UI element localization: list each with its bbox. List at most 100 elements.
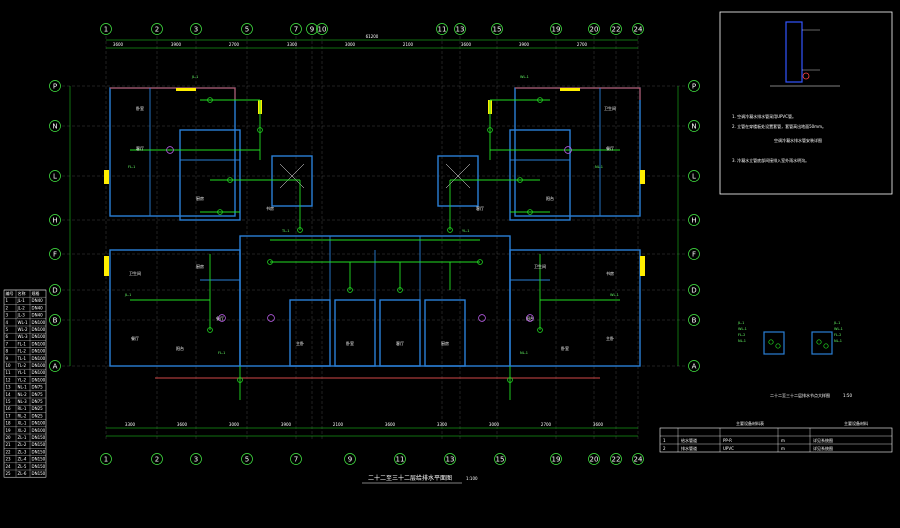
axis-top-label: 22 <box>612 25 621 33</box>
axis-top-circle <box>290 23 302 35</box>
legend-cell: JL-3 <box>17 313 26 318</box>
axis-top-circle <box>436 23 448 35</box>
node-detail-tag: WL-1 <box>834 327 843 331</box>
node-detail-shaft <box>763 331 785 355</box>
legend-cell: 20 <box>6 435 12 440</box>
legend-cell: ZL-2 <box>18 442 27 447</box>
legend-cell: ZL-1 <box>18 435 27 440</box>
material-cell: 2 <box>663 446 666 451</box>
axis-right-label: H <box>691 216 696 224</box>
material-cell: UPVC <box>723 446 734 451</box>
room-label: 卧室 <box>561 345 569 351</box>
axis-left-circle <box>49 120 61 132</box>
legend-cell: DN150 <box>32 442 46 447</box>
dim-top-segment: 3900 <box>171 42 182 47</box>
axis-bottom-circle <box>444 453 456 465</box>
legend-cell: ZL-5 <box>18 464 27 469</box>
drawing-title: 二十二至三十二层给排水平面图 <box>368 474 452 482</box>
material-cell: m <box>781 446 785 451</box>
unit-marker <box>166 146 174 154</box>
legend-cell: DN100 <box>32 320 46 325</box>
pipe-riser <box>217 209 223 215</box>
legend-cell: DN100 <box>32 356 46 361</box>
pipe-tag: JL-1 <box>191 75 198 79</box>
axis-bottom-circle <box>550 453 562 465</box>
pipe-tag: WL-1 <box>610 293 619 297</box>
axis-bottom-circle <box>190 453 202 465</box>
axis-bottom-circle <box>494 453 506 465</box>
unit-marker <box>564 146 572 154</box>
dim-top-segment: 3600 <box>113 42 124 47</box>
axis-top-circle <box>151 23 163 35</box>
legend-cell: DN100 <box>32 377 46 382</box>
axis-left-label: H <box>52 216 57 224</box>
detail-note-3: 3. 冷凝水立管底部间接排入室外雨水明沟。 <box>732 157 809 163</box>
material-cell: PP-R <box>723 438 732 443</box>
axis-right-circle <box>688 360 700 372</box>
room-label: 厨房 <box>441 340 449 346</box>
legend-cell: WL-3 <box>18 334 29 339</box>
axis-top-label: 15 <box>493 25 502 33</box>
legend-cell: 3 <box>6 313 9 318</box>
legend-cell: XL-2 <box>18 428 27 433</box>
unit-marker <box>526 314 534 322</box>
dim-top-total: 61200 <box>366 34 379 39</box>
legend-cell: DN100 <box>32 349 46 354</box>
window <box>640 170 645 184</box>
node-detail-drawings: 二十二至三十二层排水节点大样图 1:50 JL-1WL-1FL-2NL-1JL-… <box>737 321 852 398</box>
node-detail-tag: FL-2 <box>834 333 841 337</box>
legend-cell: WL-1 <box>18 320 29 325</box>
room-label: 餐厅 <box>131 335 139 341</box>
window <box>176 88 196 91</box>
axis-left-label: D <box>52 286 57 294</box>
legend-cell: 22 <box>6 449 12 454</box>
legend-cell: DN25 <box>32 406 44 411</box>
pipe-riser <box>227 177 233 183</box>
pipe-riser <box>507 377 513 383</box>
axis-bottom-label: 11 <box>396 455 405 463</box>
pipe-tag: TL-1 <box>281 229 290 233</box>
node-detail-tag: NL-1 <box>834 339 842 343</box>
legend-cell: 11 <box>6 370 12 375</box>
room-label: 客厅 <box>396 340 404 346</box>
legend-cell: DN100 <box>32 341 46 346</box>
pipe-tag: JL-1 <box>124 293 131 297</box>
axis-bottom-label: 15 <box>496 455 505 463</box>
axis-top-circle <box>632 23 644 35</box>
room-label: 厨房 <box>196 263 204 269</box>
pipe-riser <box>517 177 523 183</box>
dim-top-segment: 3300 <box>287 42 298 47</box>
legend-cell: DN150 <box>32 449 46 454</box>
axis-right-circle <box>688 80 700 92</box>
axis-left-circle <box>49 284 61 296</box>
room-label: 餐厅 <box>216 315 224 321</box>
axis-bottom-label: 1 <box>104 455 108 463</box>
legend-cell: DN40 <box>32 298 44 303</box>
window <box>104 256 109 276</box>
structural-grid <box>62 36 686 440</box>
wall-right-lower-unit <box>509 249 641 367</box>
room-label: 客厅 <box>136 145 144 151</box>
legend-cell: DN25 <box>32 413 44 418</box>
pipe-riser <box>207 97 213 103</box>
axis-right-label: P <box>692 82 696 90</box>
node-detail-riser <box>775 343 781 349</box>
axis-top-label: 3 <box>194 25 198 33</box>
legend-cell: YL-1 <box>17 370 27 375</box>
legend-cell: 13 <box>6 385 12 390</box>
legend-cell: JL-2 <box>17 305 26 310</box>
room-labels: 卧室客厅厨房卫生间餐厅阳台书房主卧卧室客厅厨房卫生间餐厅阳台书房主卧卧室客厅厨房… <box>129 105 616 351</box>
room-label: 阳台 <box>526 315 534 321</box>
legend-cell: DN100 <box>32 363 46 368</box>
axis-bottom-label: 5 <box>245 455 249 463</box>
window <box>560 88 580 91</box>
axis-bottom-circle <box>344 453 356 465</box>
detail-note-2: 2. 立管在穿楼板处设置套管，套管高出地面50mm。 <box>732 123 826 129</box>
detail-frame <box>719 11 893 195</box>
node-detail-riser <box>823 343 829 349</box>
condensate-detail-box: 空调冷凝水排水管安装详图 1. 空调冷凝水排水管采用UPVC管。 2. 立管在穿… <box>719 11 893 195</box>
axis-right-circle <box>688 120 700 132</box>
legend-cell: FL-2 <box>18 349 27 354</box>
